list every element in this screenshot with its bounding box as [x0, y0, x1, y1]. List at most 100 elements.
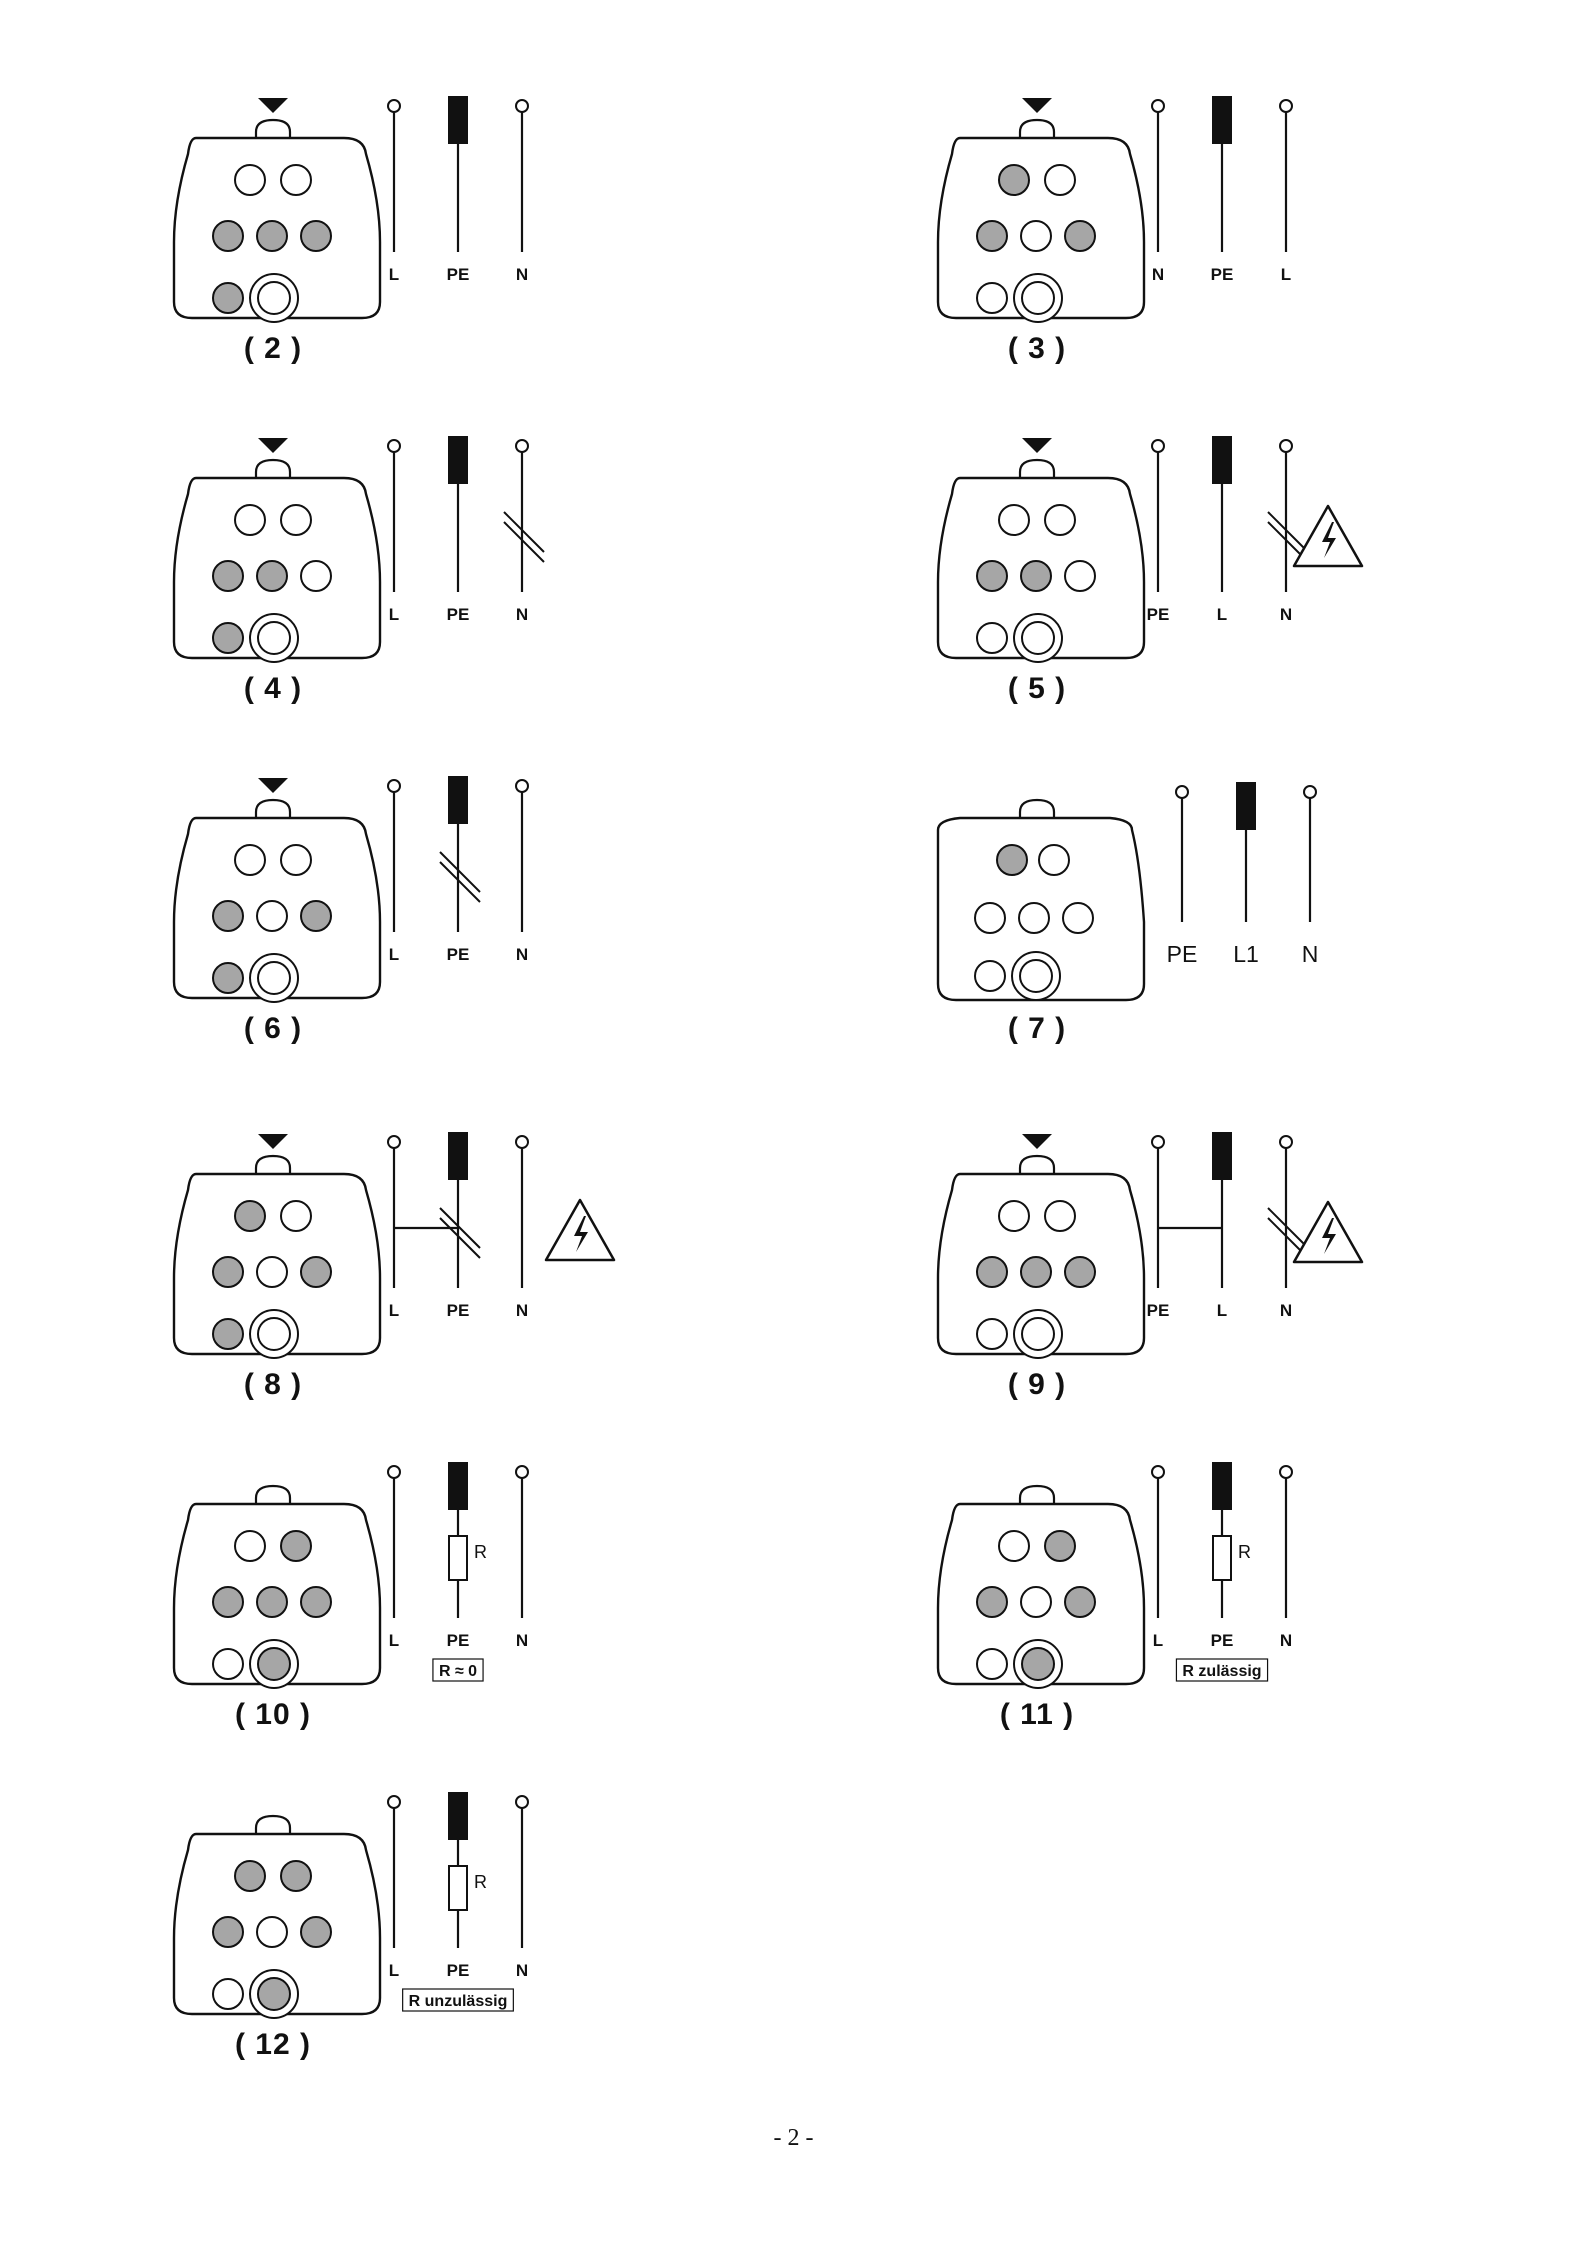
wire-terminal-circle [1152, 100, 1164, 112]
resistor-label: R [474, 1542, 487, 1562]
wire-label: N [516, 1631, 528, 1650]
position-marker-icon [1022, 1134, 1052, 1149]
wire-terminal-circle [516, 780, 528, 792]
contact-pin [1063, 903, 1093, 933]
result-label: R unzulässig [409, 1993, 508, 2010]
wire-terminal-block [448, 1132, 468, 1180]
contact-pin [257, 561, 287, 591]
socket-panel-10: LPENRR ≈ 0( 10 ) [140, 1458, 700, 1758]
contact-pin [257, 1257, 287, 1287]
wire-terminal-circle [388, 1796, 400, 1808]
wire-label: N [516, 265, 528, 284]
wire-terminal-circle [1280, 1136, 1292, 1148]
contact-pin [977, 1257, 1007, 1287]
contact-pin [1065, 1257, 1095, 1287]
wire-label: PE [447, 265, 470, 284]
wire-terminal-circle [516, 440, 528, 452]
wire-label: PE [1211, 1631, 1234, 1650]
panel-caption: ( 11 ) [952, 1698, 1122, 1732]
high-voltage-warning-icon [1294, 506, 1362, 566]
contact-pin [257, 1587, 287, 1617]
contact-pin [281, 165, 311, 195]
wire-label: L [1217, 605, 1227, 624]
contact-pin [1021, 221, 1051, 251]
resistor-symbol [449, 1866, 467, 1910]
high-voltage-warning-icon [1294, 1202, 1362, 1262]
contact-pin [977, 221, 1007, 251]
wire-label: N [1280, 1631, 1292, 1650]
wire-label: L [1281, 265, 1291, 284]
contact-pin [235, 1861, 265, 1891]
socket-panel-8: LPEN( 8 ) [140, 1128, 700, 1428]
contact-pin [977, 1587, 1007, 1617]
break-mark [440, 852, 480, 892]
contact-pin [213, 221, 243, 251]
contact-pin [281, 1531, 311, 1561]
contact-pin [977, 1319, 1007, 1349]
contact-pin [235, 165, 265, 195]
break-mark [1268, 512, 1308, 552]
earth-contact-pin [258, 1978, 290, 2010]
wire-label: L [1153, 1631, 1163, 1650]
wire-terminal-circle [516, 1796, 528, 1808]
contact-pin [1045, 505, 1075, 535]
contact-pin [257, 1917, 287, 1947]
contact-pin [235, 505, 265, 535]
contact-pin [1065, 1587, 1095, 1617]
contact-pin [1021, 1257, 1051, 1287]
contact-pin [235, 1531, 265, 1561]
contact-pin [213, 1979, 243, 2009]
contact-pin [281, 845, 311, 875]
panel-caption: ( 6 ) [188, 1012, 358, 1046]
wire-terminal-block [1212, 96, 1232, 144]
wire-terminal-circle [1152, 440, 1164, 452]
earth-contact-pin [258, 622, 290, 654]
contact-pin [1065, 561, 1095, 591]
wire-label: PE [447, 1631, 470, 1650]
wire-terminal-block [1212, 1462, 1232, 1510]
socket-panel-4: LPEN( 4 ) [140, 432, 700, 732]
result-label-box: R ≈ 0 [433, 1659, 483, 1681]
wire-terminal-block [1212, 1132, 1232, 1180]
panel-caption: ( 2 ) [188, 332, 358, 366]
earth-contact-pin [258, 1318, 290, 1350]
contact-pin [301, 221, 331, 251]
earth-contact-pin [1022, 1648, 1054, 1680]
wire-terminal-circle [516, 1466, 528, 1478]
wire-terminal-circle [1304, 786, 1316, 798]
wire-terminal-circle [388, 100, 400, 112]
contact-pin [1045, 1531, 1075, 1561]
wire-label: L [389, 605, 399, 624]
contact-pin [213, 1649, 243, 1679]
contact-pin [281, 505, 311, 535]
position-marker-icon [258, 1134, 288, 1149]
contact-pin [301, 1917, 331, 1947]
contact-pin [1045, 1201, 1075, 1231]
wire-terminal-circle [1152, 1466, 1164, 1478]
wire-terminal-circle [1280, 1466, 1292, 1478]
position-marker-icon [258, 438, 288, 453]
wire-terminal-circle [1152, 1136, 1164, 1148]
contact-pin [977, 561, 1007, 591]
contact-pin [213, 1319, 243, 1349]
earth-contact-pin [258, 962, 290, 994]
wire-terminal-circle [516, 100, 528, 112]
result-label-box: R unzulässig [403, 1989, 514, 2011]
contact-pin [281, 1861, 311, 1891]
wire-label: PE [447, 605, 470, 624]
wire-label: N [516, 605, 528, 624]
panel-caption: ( 5 ) [952, 672, 1122, 706]
contact-pin [281, 1201, 311, 1231]
break-mark [440, 862, 480, 902]
earth-contact-pin [1020, 960, 1052, 992]
contact-pin [235, 845, 265, 875]
wire-terminal-block [448, 1792, 468, 1840]
contact-pin [975, 903, 1005, 933]
contact-pin [1065, 221, 1095, 251]
contact-pin [975, 961, 1005, 991]
panel-caption: ( 9 ) [952, 1368, 1122, 1402]
result-label: R zulässig [1182, 1663, 1261, 1680]
contact-pin [257, 901, 287, 931]
